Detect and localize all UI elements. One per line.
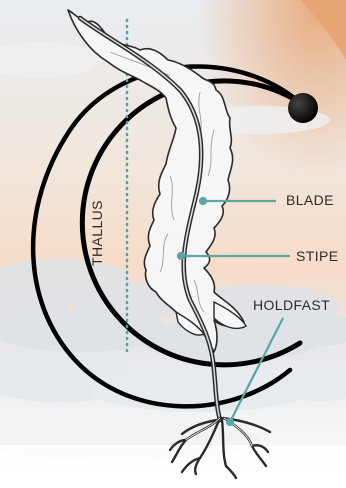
blade-label: BLADE xyxy=(286,192,334,208)
holdfast-label: HOLDFAST xyxy=(253,297,330,313)
thallus-label: THALLUS xyxy=(89,200,105,266)
holdfast-leader-dot xyxy=(227,419,233,425)
stipe-leader-dot xyxy=(178,253,184,259)
orbit-ball xyxy=(288,93,318,123)
blade-leader-dot xyxy=(200,198,206,204)
stipe-label: STIPE xyxy=(296,248,338,264)
